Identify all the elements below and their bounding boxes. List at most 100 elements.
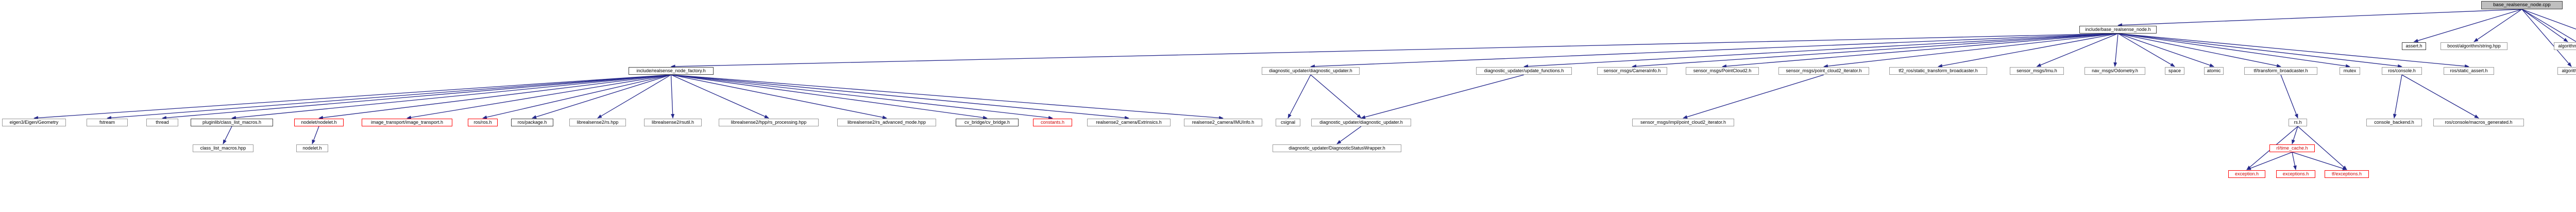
- graph-node[interactable]: constants.h: [1033, 119, 1072, 126]
- graph-edge: [2473, 9, 2522, 42]
- graph-edge: [107, 74, 671, 120]
- graph-node[interactable]: ros/console/macros_generated.h: [2433, 119, 2524, 126]
- graph-node[interactable]: diagnostic_updater/diagnostic_updater.h: [1311, 119, 1411, 126]
- graph-edge: [2280, 74, 2298, 119]
- graph-node[interactable]: class_list_macros.hpp: [193, 144, 253, 152]
- graph-node[interactable]: include/base_realsense_node.h: [2079, 26, 2157, 34]
- graph-edge: [2117, 33, 2175, 67]
- graph-edge: [2117, 33, 2281, 68]
- graph-edge: [671, 74, 1129, 120]
- graph-edge: [2401, 74, 2479, 119]
- graph-edge: [2246, 152, 2293, 170]
- graph-node[interactable]: sensor_msgs/impl/point_cloud2_iterator.h: [1632, 119, 1734, 126]
- graph-edge: [2297, 126, 2347, 170]
- graph-node[interactable]: csignal: [1276, 119, 1300, 126]
- graph-edge: [2117, 9, 2522, 27]
- graph-edge: [597, 74, 671, 119]
- graph-edge: [1336, 126, 1362, 144]
- graph-edge: [2113, 33, 2119, 67]
- graph-edge: [2292, 152, 2347, 170]
- graph-node[interactable]: exception.h: [2228, 170, 2265, 178]
- graph-edge: [33, 74, 671, 120]
- graph-edge: [1523, 33, 2119, 69]
- graph-node[interactable]: boost/algorithm/string.hpp: [2441, 42, 2507, 50]
- graph-edge: [670, 33, 2119, 69]
- graph-edge: [671, 74, 887, 119]
- graph-edge: [2393, 74, 2402, 119]
- graph-edge: [671, 74, 1053, 120]
- graph-edge: [671, 74, 988, 120]
- graph-edge: [231, 74, 671, 120]
- graph-edge: [1938, 33, 2119, 68]
- graph-root-node[interactable]: base_realsense_node.cpp: [2481, 1, 2563, 9]
- graph-edge: [406, 74, 671, 120]
- graph-node[interactable]: thread: [146, 119, 178, 126]
- graph-node[interactable]: ros/ros.h: [468, 119, 498, 126]
- graph-edge: [2292, 126, 2298, 144]
- graph-node[interactable]: librealsense2/rs_advanced_mode.hpp: [837, 119, 936, 126]
- graph-edge: [223, 126, 232, 144]
- graph-node[interactable]: realsense2_camera/IMUInfo.h: [1184, 119, 1262, 126]
- graph-node[interactable]: ros/package.h: [511, 119, 553, 126]
- graph-edge: [1632, 33, 2119, 68]
- graph-node[interactable]: diagnostic_updater/DiagnosticStatusWrapp…: [1273, 144, 1401, 152]
- graph-node[interactable]: image_transport/image_transport.h: [362, 119, 452, 126]
- graph-node[interactable]: diagnostic_updater/diagnostic_updater.h: [1262, 67, 1360, 75]
- graph-edge: [670, 74, 675, 119]
- graph-node[interactable]: eigen3/Eigen/Geometry: [2, 119, 66, 126]
- graph-node[interactable]: librealsense2/hpp/rs_processing.hpp: [719, 119, 819, 126]
- graph-node[interactable]: tf/transform_broadcaster.h: [2244, 67, 2317, 75]
- graph-edge: [2521, 9, 2568, 42]
- graph-edge: [2036, 33, 2119, 67]
- graph-node[interactable]: assert.h: [2402, 42, 2426, 50]
- graph-edge: [2521, 9, 2572, 67]
- graph-node[interactable]: algorithm: [2554, 42, 2576, 50]
- graph-node[interactable]: sensor_msgs/PointCloud2.h: [1686, 67, 1759, 75]
- graph-edge: [2413, 9, 2522, 43]
- graph-node[interactable]: diagnostic_updater/update_functions.h: [1476, 67, 1572, 75]
- graph-node[interactable]: sensor_msgs/point_cloud2_iterator.h: [1778, 67, 1869, 75]
- graph-node[interactable]: sensor_msgs/Imu.h: [2010, 67, 2064, 75]
- graph-edge: [532, 74, 671, 119]
- graph-edge: [1683, 74, 1824, 119]
- graph-node[interactable]: mutex: [2340, 67, 2360, 75]
- graph-edge: [2521, 9, 2576, 42]
- graph-edge: [2117, 33, 2214, 67]
- graph-edge: [482, 74, 671, 119]
- graph-edge: [2117, 33, 2350, 68]
- graph-node[interactable]: exceptions.h: [2276, 170, 2315, 178]
- graph-edge: [1722, 33, 2119, 68]
- graph-edge: [1310, 74, 1362, 119]
- graph-node[interactable]: console_backend.h: [2366, 119, 2422, 126]
- graph-node[interactable]: ros/console.h: [2382, 67, 2422, 75]
- graph-edge: [2521, 9, 2576, 30]
- graph-node[interactable]: rs.h: [2289, 119, 2307, 126]
- graph-node[interactable]: ros/static_assert.h: [2444, 67, 2494, 75]
- graph-edge: [671, 74, 1224, 120]
- graph-node[interactable]: space: [2165, 67, 2184, 75]
- graph-node[interactable]: sensor_msgs/CameraInfo.h: [1597, 67, 1667, 75]
- graph-node[interactable]: realsense2_camera/Extrinsics.h: [1087, 119, 1171, 126]
- graph-node[interactable]: fstream: [87, 119, 128, 126]
- graph-node[interactable]: atomic: [2204, 67, 2224, 75]
- graph-node[interactable]: rl/time_cache.h: [2269, 144, 2315, 152]
- graph-node[interactable]: librealsense2/rs.hpp: [569, 119, 626, 126]
- graph-edge: [312, 126, 319, 144]
- graph-node[interactable]: nav_msgs/Odometry.h: [2084, 67, 2145, 75]
- graph-edge: [1287, 74, 1311, 119]
- graph-edge: [1310, 33, 2119, 69]
- graph-edge: [318, 74, 671, 120]
- graph-edge: [2117, 33, 2402, 68]
- graph-node[interactable]: librealsense2/rsutil.h: [644, 119, 702, 126]
- graph-node[interactable]: cv_bridge/cv_bridge.h: [956, 119, 1019, 126]
- graph-node[interactable]: tf2_ros/static_transform_broadcaster.h: [1889, 67, 1987, 75]
- graph-node[interactable]: nodelet.h: [296, 144, 328, 152]
- graph-edge: [2292, 152, 2297, 170]
- graph-node[interactable]: include/realsense_node_factory.h: [629, 67, 714, 75]
- graph-node[interactable]: tf/exceptions.h: [2325, 170, 2369, 178]
- graph-node[interactable]: nodelet/nodelet.h: [294, 119, 344, 126]
- graph-node[interactable]: pluginlib/class_list_macros.h: [191, 119, 273, 126]
- graph-node[interactable]: algorithm: [2557, 67, 2576, 75]
